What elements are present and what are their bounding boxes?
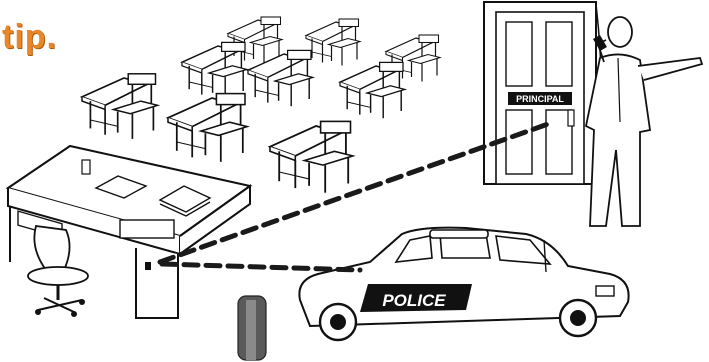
office-chair <box>28 226 88 317</box>
car-decal: POLICE <box>382 291 446 310</box>
principal-figure <box>586 17 702 226</box>
door-sign: PRINCIPAL <box>516 94 564 104</box>
police-car: POLICE <box>299 228 628 340</box>
principal-door: PRINCIPAL <box>484 2 602 184</box>
microphone <box>238 296 266 360</box>
